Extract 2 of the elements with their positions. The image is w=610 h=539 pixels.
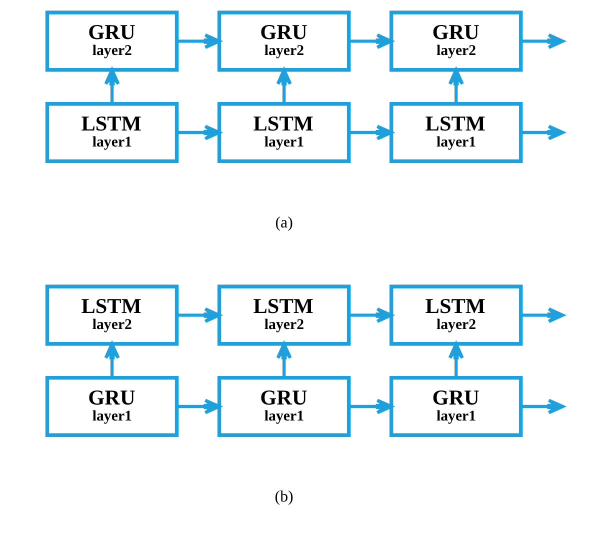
label: (a) — [274, 214, 292, 232]
label: (b) — [274, 488, 293, 506]
